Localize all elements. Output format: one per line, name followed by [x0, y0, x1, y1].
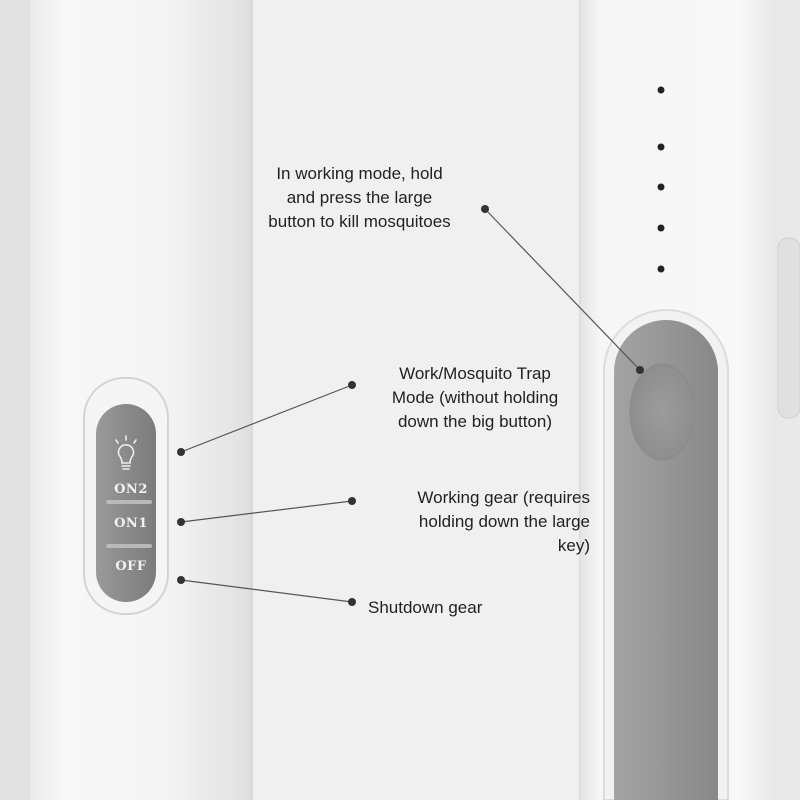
- callout-line: Work/Mosquito Trap: [399, 364, 551, 383]
- leader-dots: [177, 205, 644, 606]
- slide-switch[interactable]: ON2 ON1 OFF: [83, 377, 169, 615]
- switch-label-off: OFF: [115, 559, 147, 574]
- callout-line: holding down the large: [418, 512, 590, 531]
- indicator-dot: [657, 86, 665, 94]
- switch-divider: [106, 544, 152, 548]
- callout-on1-gear: Working gear (requires holding down the …: [350, 486, 590, 558]
- callout-line: Shutdown gear: [368, 598, 483, 617]
- callout-line: and press the large: [286, 188, 433, 207]
- leader-dot: [636, 366, 644, 374]
- callout-line: down the big button): [397, 412, 553, 431]
- large-button[interactable]: [603, 309, 729, 800]
- indicator-dot: [657, 224, 665, 232]
- leader-dot: [348, 598, 356, 606]
- callout-on2-mode: Work/Mosquito Trap Mode (without holding…: [350, 362, 600, 434]
- switch-label-on1: ON1: [114, 516, 148, 531]
- leader-dot: [348, 497, 356, 505]
- callout-line: button to kill mosquitoes: [268, 212, 451, 231]
- callout-line: In working mode, hold: [276, 164, 443, 183]
- leader-lines: [180, 208, 641, 603]
- indicator-dot: [657, 143, 665, 151]
- side-connector: [777, 237, 800, 419]
- leader-dot: [348, 381, 356, 389]
- indicator-dots: [657, 86, 665, 273]
- leader-line-2: [180, 384, 353, 453]
- leader-line-4: [180, 579, 353, 603]
- switch-divider: [106, 500, 152, 504]
- callout-off-gear: Shutdown gear: [368, 596, 528, 620]
- callout-line: key): [557, 536, 590, 555]
- callout-line: Mode (without holding: [391, 388, 559, 407]
- indicator-dot: [657, 183, 665, 191]
- leader-line-1: [484, 208, 641, 371]
- gap-background: [253, 0, 581, 800]
- left-edge-shadow: [0, 0, 30, 800]
- indicator-dot: [657, 265, 665, 273]
- leader-dot: [481, 205, 489, 213]
- switch-label-on2: ON2: [114, 482, 148, 497]
- callout-large-button: In working mode, hold and press the larg…: [232, 162, 487, 234]
- large-button-dimple: [629, 363, 695, 461]
- leader-line-3: [180, 500, 353, 523]
- leader-dot: [177, 576, 185, 584]
- leader-dot: [177, 448, 185, 456]
- callout-line: Working gear (requires: [417, 488, 590, 507]
- leader-dot: [177, 518, 185, 526]
- bulb-icon: [115, 435, 137, 470]
